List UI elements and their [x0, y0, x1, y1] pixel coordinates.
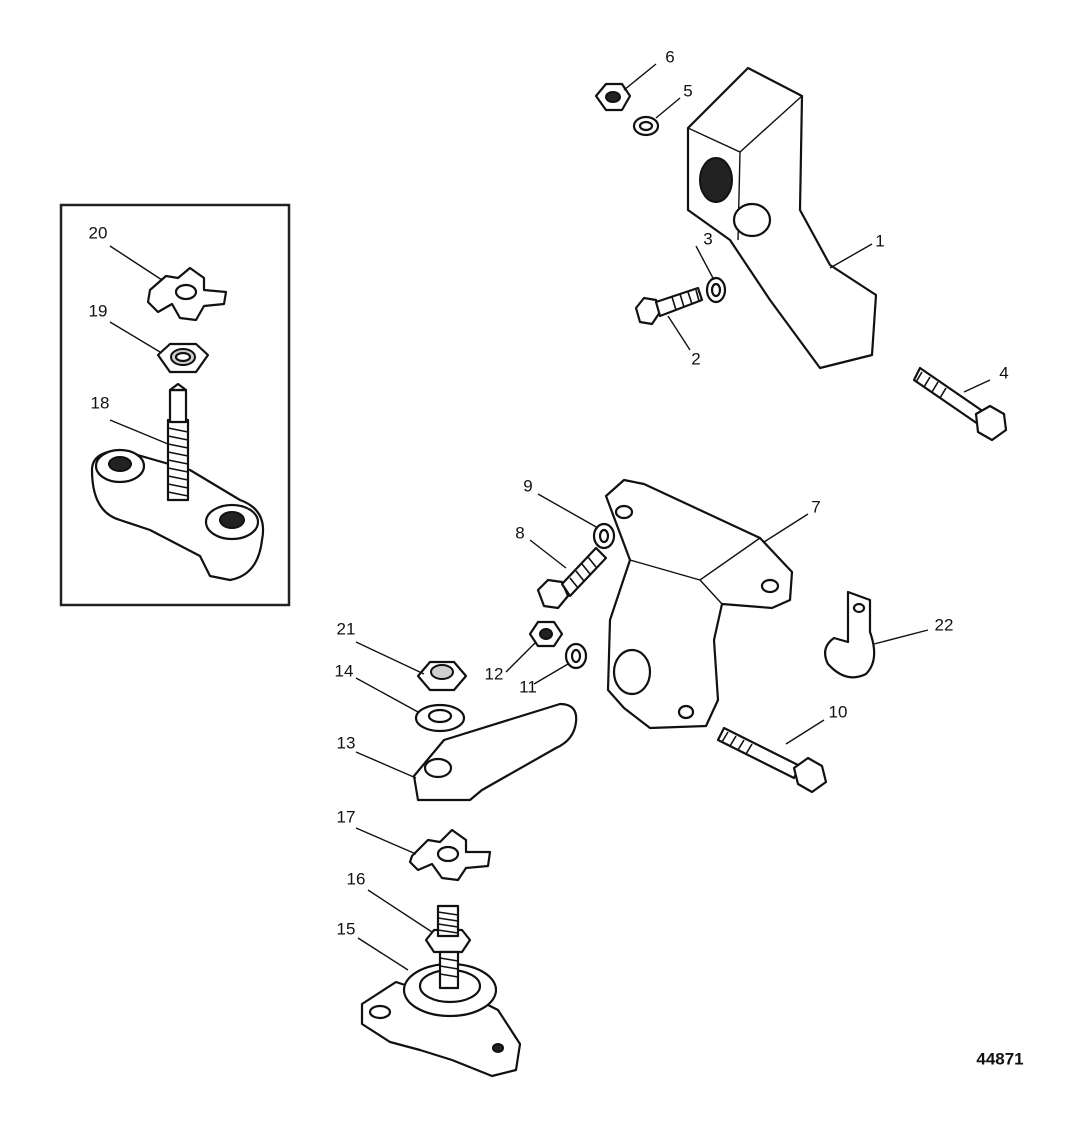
callout-2: 2: [691, 349, 700, 368]
callout-22: 22: [935, 615, 954, 634]
part-6-nut: [594, 82, 632, 112]
callout-5: 5: [683, 81, 692, 100]
callout-15: 15: [337, 919, 356, 938]
callout-7: 7: [811, 497, 820, 516]
part-7-bracket: [604, 478, 794, 730]
callout-11: 11: [519, 677, 537, 696]
part-9-lock-washer: [592, 522, 616, 550]
part-4-bolt: [912, 366, 1008, 442]
part-19-nut: [156, 342, 210, 374]
part-22-clamp: [823, 590, 876, 679]
part-3-washer: [705, 276, 727, 304]
part-13-link: [412, 702, 578, 802]
part-8-bolt: [536, 546, 608, 610]
callout-8: 8: [515, 523, 524, 542]
callout-14: 14: [335, 661, 354, 680]
callout-3: 3: [703, 229, 712, 248]
callout-17: 17: [337, 807, 356, 826]
callout-13: 13: [337, 733, 356, 752]
callout-labels: 1 2 3 4 5 6 7 8 9 10 11 12 13 14 15 16 1…: [89, 47, 1009, 938]
part-20-tab-washer: [146, 266, 228, 322]
callout-10: 10: [829, 702, 848, 721]
inset-box: [59, 203, 291, 607]
part-1-bracket: [686, 66, 878, 370]
figure-number: 44871: [976, 1049, 1023, 1068]
part-21-nut: [416, 660, 468, 692]
part-10-bolt: [716, 726, 828, 794]
callout-18: 18: [91, 393, 110, 412]
callout-16: 16: [347, 869, 366, 888]
callout-12: 12: [485, 664, 504, 683]
part-11-lock-washer: [564, 642, 588, 670]
callout-1: 1: [875, 231, 884, 250]
callout-4: 4: [999, 363, 1008, 382]
leader-lines: [109, 63, 991, 971]
callout-9: 9: [523, 476, 532, 495]
part-18-mount-assembly: [90, 382, 265, 582]
part-16-stud: [424, 904, 472, 990]
part-14-washer: [414, 703, 466, 733]
callout-20: 20: [89, 223, 108, 242]
part-5-lock-washer: [632, 115, 660, 137]
callout-21: 21: [337, 619, 356, 638]
part-2-bolt: [634, 286, 704, 326]
part-12-nut: [528, 620, 564, 648]
callout-19: 19: [89, 301, 108, 320]
callout-6: 6: [665, 47, 674, 66]
part-17-tab-washer: [408, 828, 492, 882]
